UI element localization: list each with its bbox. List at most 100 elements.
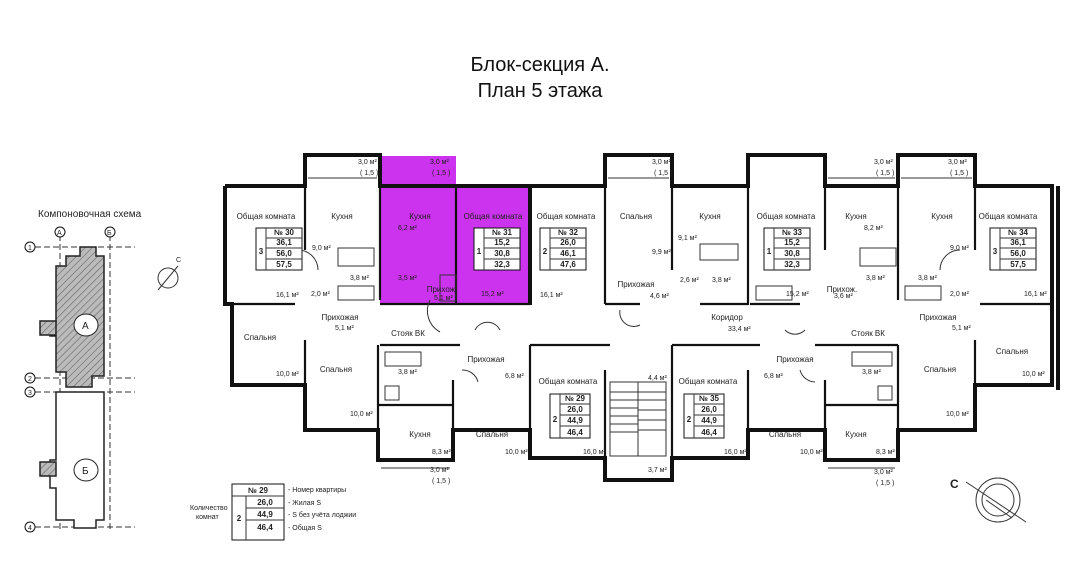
svg-text:( 1,5 ): ( 1,5 ) bbox=[432, 478, 450, 485]
area-labels: 3,0 м² ( 1,5 ) 3,0 м² ( 1,5 ) 3,0 м² ( 1… bbox=[276, 159, 1047, 487]
svg-text:3,8 м²: 3,8 м² bbox=[862, 369, 881, 376]
svg-text:3,8 м²: 3,8 м² bbox=[350, 275, 369, 282]
room-label: Стояк ВК bbox=[851, 329, 885, 338]
svg-text:3,0 м²: 3,0 м² bbox=[430, 467, 449, 474]
apt-34-total: 57,5 bbox=[1010, 260, 1026, 269]
apt-box-34[interactable]: № 34 3 36,1 56,0 57,5 bbox=[989, 227, 1037, 271]
room-label: Кухня bbox=[845, 212, 866, 221]
apt-35-no-loggia: 44,9 bbox=[701, 416, 717, 425]
room-label: Общая комната bbox=[464, 212, 523, 221]
apt-box-29[interactable]: № 29 2 26,0 44,9 46,4 bbox=[549, 393, 591, 439]
room-label: Общая комната bbox=[539, 377, 598, 386]
legend-desc-no-loggia: - S без учёта лоджии bbox=[288, 511, 356, 519]
scheme-axis-top: Б bbox=[107, 230, 112, 237]
svg-text:3,8 м²: 3,8 м² bbox=[712, 277, 731, 284]
svg-text:3,0 м²: 3,0 м² bbox=[948, 159, 967, 166]
apt-35-num: № 35 bbox=[699, 394, 720, 403]
balconies bbox=[308, 177, 972, 469]
apt-31-total: 32,3 bbox=[494, 260, 510, 269]
scheme-section-b: Б bbox=[82, 466, 89, 477]
apt-box-35[interactable]: № 35 2 26,0 44,9 46,4 bbox=[683, 393, 725, 439]
apt-box-30[interactable]: № 30 3 36,1 56,0 57,5 bbox=[255, 227, 303, 271]
room-label: Прихожая bbox=[467, 355, 504, 364]
apt-29-living: 26,0 bbox=[567, 405, 583, 414]
door-swings bbox=[297, 249, 961, 383]
apt-35-total: 46,4 bbox=[701, 428, 717, 437]
svg-text:1: 1 bbox=[28, 245, 32, 252]
apt-35-living: 26,0 bbox=[701, 405, 717, 414]
room-label: Спальня bbox=[320, 365, 352, 374]
bathroom-fixtures bbox=[337, 243, 942, 401]
plan-title: Блок-секция А. bbox=[470, 54, 610, 76]
svg-text:8,3 м²: 8,3 м² bbox=[432, 449, 451, 456]
svg-text:6,8 м²: 6,8 м² bbox=[505, 373, 524, 380]
apt-box-32[interactable]: № 32 2 26,0 46,1 47,6 bbox=[539, 227, 587, 271]
apt-31-no-loggia: 30,8 bbox=[494, 249, 510, 258]
legend-no-loggia: 44,9 bbox=[257, 510, 273, 519]
svg-text:15,2 м²: 15,2 м² bbox=[786, 291, 809, 298]
apt-32-rooms: 2 bbox=[543, 247, 548, 256]
svg-text:3,0 м²: 3,0 м² bbox=[874, 159, 893, 166]
room-label: Прихожая bbox=[776, 355, 813, 364]
svg-text:6,8 м²: 6,8 м² bbox=[764, 373, 783, 380]
svg-text:16,0 м²: 16,0 м² bbox=[583, 449, 606, 456]
apt-31-rooms: 1 bbox=[477, 247, 482, 256]
room-label: Прихож. bbox=[827, 285, 858, 294]
room-label: Коридор bbox=[711, 313, 743, 322]
room-label: Спальня bbox=[924, 365, 956, 374]
svg-text:( 1,5 ): ( 1,5 ) bbox=[654, 170, 672, 177]
room-label: Общая комната bbox=[237, 212, 296, 221]
room-labels: Общая комната Кухня Кухня Общая комната … bbox=[237, 212, 1038, 439]
svg-text:С: С bbox=[176, 257, 181, 264]
apt-32-total: 47,6 bbox=[560, 260, 576, 269]
svg-text:9,0 м²: 9,0 м² bbox=[950, 245, 969, 252]
room-label: Спальня bbox=[769, 430, 801, 439]
svg-text:( 1,5 ): ( 1,5 ) bbox=[876, 480, 894, 487]
scheme-section-a: А bbox=[82, 321, 89, 332]
apt-29-rooms: 2 bbox=[553, 415, 558, 424]
svg-text:5,1 м²: 5,1 м² bbox=[434, 295, 453, 302]
svg-text:2,0 м²: 2,0 м² bbox=[950, 291, 969, 298]
svg-text:9,0 м²: 9,0 м² bbox=[312, 245, 331, 252]
apt-30-no-loggia: 56,0 bbox=[276, 249, 292, 258]
legend-total: 46,4 bbox=[257, 523, 273, 532]
svg-text:10,0 м²: 10,0 м² bbox=[1022, 371, 1045, 378]
svg-text:9,9 м²: 9,9 м² bbox=[652, 249, 671, 256]
svg-text:5,1 м²: 5,1 м² bbox=[952, 325, 971, 332]
apt-31-living: 15,2 bbox=[494, 238, 510, 247]
legend-desc-total: - Общая S bbox=[288, 524, 322, 532]
room-label: Кухня bbox=[699, 212, 720, 221]
svg-text:10,0 м²: 10,0 м² bbox=[505, 449, 528, 456]
svg-text:10,0 м²: 10,0 м² bbox=[946, 411, 969, 418]
svg-text:8,3 м²: 8,3 м² bbox=[876, 449, 895, 456]
apt-34-no-loggia: 56,0 bbox=[1010, 249, 1026, 258]
apt-box-31[interactable]: № 31 1 15,2 30,8 32,3 bbox=[473, 227, 521, 271]
svg-text:33,4 м²: 33,4 м² bbox=[728, 326, 751, 333]
svg-text:10,0 м²: 10,0 м² bbox=[800, 449, 823, 456]
room-label: Кухня bbox=[845, 430, 866, 439]
svg-text:( 1,5 ): ( 1,5 ) bbox=[360, 170, 378, 177]
room-label: Прихожая bbox=[919, 313, 956, 322]
apt-32-no-loggia: 46,1 bbox=[560, 249, 576, 258]
room-label: Кухня bbox=[931, 212, 952, 221]
svg-text:9,1 м²: 9,1 м² bbox=[678, 235, 697, 242]
compass-large-icon: С bbox=[950, 477, 1027, 523]
apt-30-num: № 30 bbox=[274, 228, 295, 237]
svg-text:С: С bbox=[950, 477, 959, 491]
svg-text:( 1,5 ): ( 1,5 ) bbox=[876, 170, 894, 177]
room-label: Прихожая bbox=[321, 313, 358, 322]
apt-35-rooms: 2 bbox=[687, 415, 692, 424]
room-label: Кухня bbox=[409, 430, 430, 439]
apt-34-living: 36,1 bbox=[1010, 238, 1026, 247]
room-label: Прихожая bbox=[617, 280, 654, 289]
apt-33-rooms: 1 bbox=[767, 247, 772, 256]
svg-text:15,2 м²: 15,2 м² bbox=[481, 291, 504, 298]
svg-text:16,0 м²: 16,0 м² bbox=[724, 449, 747, 456]
apt-33-no-loggia: 30,8 bbox=[784, 249, 800, 258]
apt-box-33[interactable]: № 33 1 15,2 30,8 32,3 bbox=[763, 227, 811, 271]
apt-33-living: 15,2 bbox=[784, 238, 800, 247]
svg-text:3,8 м²: 3,8 м² bbox=[866, 275, 885, 282]
apt-29-no-loggia: 44,9 bbox=[567, 416, 583, 425]
interior-walls bbox=[232, 186, 1052, 460]
